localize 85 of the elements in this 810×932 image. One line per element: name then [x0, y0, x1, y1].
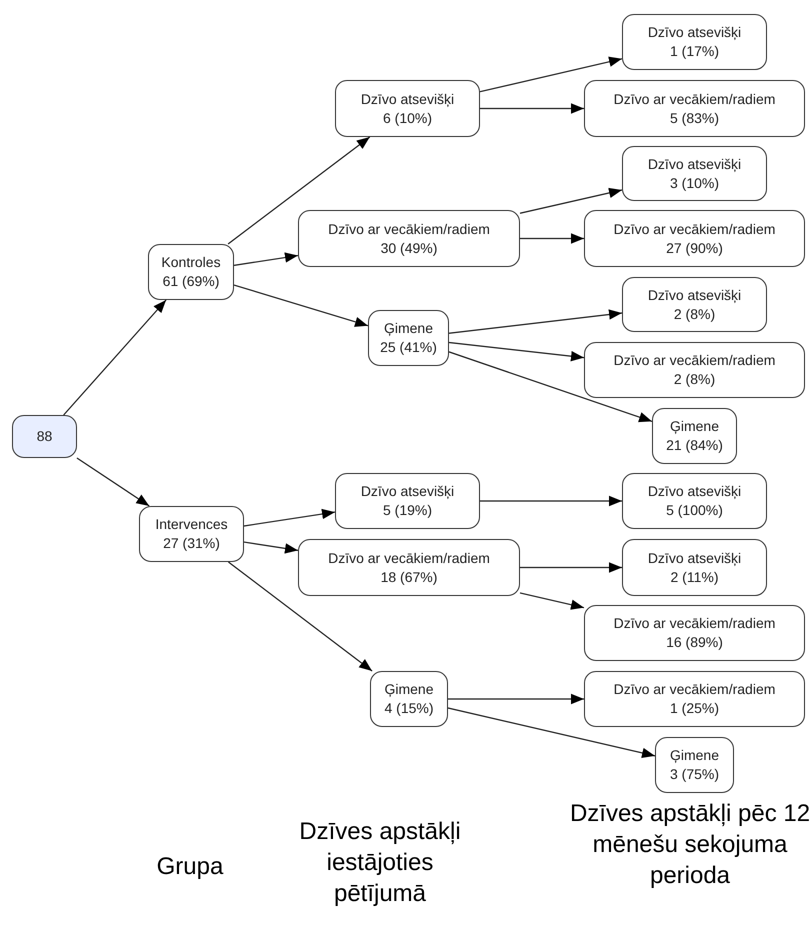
category-label: Dzīvo atsevišķi: [648, 23, 742, 42]
category-label: Dzīvo atsevišķi: [648, 286, 742, 304]
column-heading: Dzīves apstākļi pēc 12 mēnešu sekojuma perioda: [568, 799, 810, 891]
count-label: 18 (67%): [380, 568, 438, 586]
count-label: 1 (25%): [670, 699, 720, 718]
category-label: Ģimene: [384, 319, 434, 338]
count-label: 6 (10%): [382, 108, 432, 128]
count-label: 2 (8%): [674, 304, 716, 324]
category-label: Dzīvo ar vecākiem/radiem: [614, 90, 776, 108]
arrow: [448, 351, 652, 422]
rounded-box: [622, 277, 767, 332]
count-label: 1 (17%): [670, 42, 720, 61]
count-label: 16 (89%): [666, 633, 723, 652]
rounded-box: [370, 671, 448, 727]
arrow: [234, 252, 298, 266]
category-label: Intervences: [155, 515, 228, 534]
rounded-box: [622, 146, 767, 201]
category-label: Dzīvo atsevišķi: [360, 90, 454, 108]
rounded-box: [584, 342, 805, 398]
category-label: Dzīvo ar vecākiem/radiem: [328, 548, 490, 568]
count-label: 25 (41%): [380, 338, 437, 357]
category-label: Ģimene: [670, 417, 720, 436]
category-label: Kontroles: [161, 253, 221, 272]
rounded-box: [368, 310, 449, 366]
count-label: 88: [36, 427, 52, 446]
arrow: [520, 188, 622, 214]
arrow: [480, 56, 622, 92]
arrow: [448, 309, 622, 334]
arrow: [448, 707, 656, 758]
arrow: [244, 508, 336, 527]
category-label: Dzīvo atsevišķi: [648, 482, 742, 501]
rounded-box: [298, 210, 520, 267]
arrow: [228, 562, 372, 672]
column-heading: Grupa: [156, 852, 224, 882]
rounded-box: [584, 80, 805, 137]
arrow: [244, 542, 298, 554]
rounded-box: [335, 473, 480, 529]
arrow: [480, 103, 584, 114]
category-label: Ģimene: [384, 680, 434, 699]
count-label: 27 (31%): [163, 534, 220, 553]
rounded-box: [584, 605, 805, 661]
arrow: [520, 233, 584, 244]
count-label: 2 (8%): [674, 370, 716, 389]
rounded-box: [652, 408, 737, 464]
count-label: 5 (83%): [670, 108, 720, 128]
rounded-box: [622, 473, 767, 529]
rounded-box: [298, 539, 520, 596]
rounded-box: [622, 539, 767, 596]
count-label: 3 (10%): [670, 174, 720, 192]
count-label: 5 (100%): [666, 501, 723, 520]
count-label: 2 (11%): [670, 568, 718, 586]
category-label: Ģimene: [670, 746, 720, 765]
category-label: Dzīvo ar vecākiem/radiem: [614, 351, 776, 370]
arrow: [234, 284, 368, 327]
category-label: Dzīvo ar vecākiem/radiem: [328, 220, 490, 238]
category-label: Dzīvo atsevišķi: [360, 482, 454, 501]
category-label: Dzīvo ar vecākiem/radiem: [614, 614, 776, 633]
category-label: Dzīvo ar vecākiem/radiem: [614, 680, 776, 699]
arrow: [228, 136, 370, 244]
count-label: 3 (75%): [670, 765, 720, 784]
count-label: 4 (15%): [384, 699, 434, 718]
arrow: [448, 694, 584, 704]
rounded-box: [12, 415, 77, 458]
category-label: Dzīvo atsevišķi: [648, 548, 742, 568]
rounded-box: [622, 14, 767, 70]
arrow: [448, 342, 584, 362]
arrow: [480, 496, 622, 506]
rounded-box: [139, 506, 244, 562]
category-label: Dzīvo atsevišķi: [648, 154, 742, 174]
count-label: 30 (49%): [380, 238, 438, 258]
arrow: [76, 458, 150, 506]
rounded-box: [655, 737, 734, 793]
count-label: 21 (84%): [666, 436, 723, 455]
rounded-box: [335, 80, 480, 137]
column-heading: Dzīves apstākļi iestājoties pētījumā: [298, 817, 462, 909]
rounded-box: [584, 671, 805, 727]
arrow: [520, 592, 584, 610]
arrow: [520, 562, 622, 573]
rounded-box: [148, 244, 234, 300]
count-label: 61 (69%): [162, 272, 220, 291]
count-label: 27 (90%): [666, 238, 723, 258]
rounded-box: [584, 210, 805, 267]
category-label: Dzīvo ar vecākiem/radiem: [614, 220, 776, 238]
count-label: 5 (19%): [382, 501, 432, 520]
arrow: [63, 300, 167, 416]
